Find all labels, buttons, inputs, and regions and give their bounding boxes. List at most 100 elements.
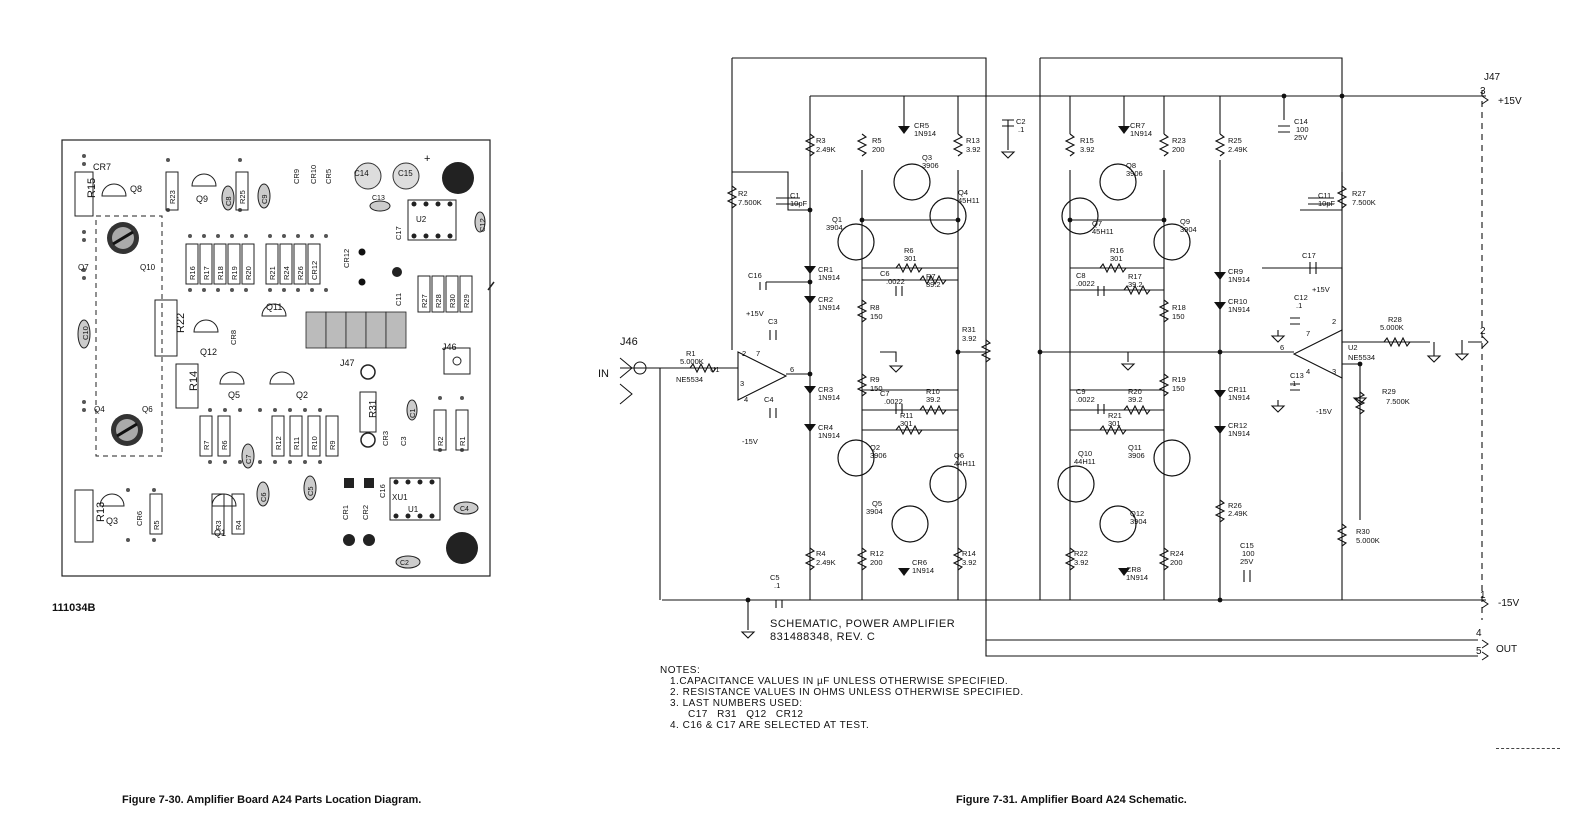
svg-text:R23: R23 (168, 190, 177, 204)
svg-text:CR5: CR5 (914, 121, 929, 130)
svg-text:+: + (424, 153, 430, 165)
note-3-values: C17 R31 Q12 CR12 (688, 709, 804, 720)
svg-text:3906: 3906 (1126, 169, 1143, 178)
svg-text:Q4: Q4 (94, 405, 105, 414)
j46-label: J46 (620, 336, 638, 348)
svg-text:R12: R12 (274, 436, 283, 450)
svg-text:U1: U1 (710, 365, 720, 374)
svg-text:C17: C17 (394, 226, 403, 240)
svg-text:2: 2 (742, 349, 746, 358)
svg-text:C11: C11 (1318, 191, 1331, 200)
svg-text:44H11: 44H11 (954, 459, 976, 468)
svg-text:3906: 3906 (1128, 451, 1145, 460)
svg-text:Q6: Q6 (954, 451, 964, 460)
svg-text:1N914: 1N914 (818, 431, 840, 440)
svg-text:C3: C3 (399, 436, 408, 446)
svg-text:C13: C13 (372, 195, 385, 202)
out-label: OUT (1496, 644, 1518, 655)
svg-text:Q12: Q12 (1130, 509, 1144, 518)
svg-text:3.92: 3.92 (962, 334, 977, 343)
pcb-small-labels: R23 R25 R16 R17 R18 R19 R20 R21 R24 R26 … (81, 165, 487, 530)
svg-text:XU1: XU1 (392, 493, 408, 502)
svg-text:C14: C14 (354, 169, 369, 178)
svg-text:100: 100 (1242, 549, 1255, 558)
svg-text:J47: J47 (340, 358, 355, 368)
minus15-label: -15V (1498, 598, 1520, 609)
note-3: 3. LAST NUMBERS USED: (670, 698, 803, 709)
svg-text:1N914: 1N914 (912, 566, 934, 575)
svg-text:R29: R29 (1382, 387, 1396, 396)
svg-text:R6: R6 (904, 246, 914, 255)
svg-text:CR2: CR2 (361, 505, 370, 520)
svg-text:R2: R2 (738, 189, 748, 198)
notes-heading: NOTES: (660, 665, 701, 676)
svg-text:3906: 3906 (870, 451, 887, 460)
svg-text:3.92: 3.92 (1080, 145, 1095, 154)
svg-text:2: 2 (1332, 317, 1336, 326)
svg-text:R28: R28 (1388, 315, 1402, 324)
svg-text:CR7: CR7 (1130, 121, 1145, 130)
svg-text:R22: R22 (1074, 549, 1088, 558)
svg-text:NE5534: NE5534 (1348, 353, 1375, 362)
svg-text:R4: R4 (816, 549, 826, 558)
svg-text:39.2: 39.2 (926, 280, 941, 289)
schematic-title-line1: SCHEMATIC, POWER AMPLIFIER (770, 618, 956, 630)
svg-text:2.49K: 2.49K (1228, 509, 1248, 518)
svg-text:R4: R4 (234, 520, 243, 530)
svg-text:CR1: CR1 (818, 265, 833, 274)
svg-text:R21: R21 (268, 266, 277, 280)
svg-text:R9: R9 (870, 375, 880, 384)
svg-text:5.000K: 5.000K (680, 357, 704, 366)
note-1: 1.CAPACITANCE VALUES IN µF UNLESS OTHERW… (670, 676, 1009, 687)
svg-text:Q2: Q2 (296, 390, 308, 400)
svg-text:CR11: CR11 (1228, 385, 1247, 394)
svg-text:R7: R7 (202, 440, 211, 450)
svg-text:1N914: 1N914 (1126, 573, 1148, 582)
svg-text:39.2: 39.2 (926, 395, 941, 404)
svg-text:R19: R19 (1172, 375, 1186, 384)
svg-text:3: 3 (1332, 367, 1336, 376)
svg-text:R5: R5 (872, 136, 882, 145)
svg-text:Q11: Q11 (1128, 443, 1142, 452)
svg-text:3.92: 3.92 (966, 145, 981, 154)
svg-text:R26: R26 (1228, 501, 1242, 510)
q10-heatsink (107, 222, 139, 254)
svg-text:200: 200 (870, 558, 883, 567)
svg-text:200: 200 (1170, 558, 1183, 567)
svg-text:CR7: CR7 (93, 162, 111, 172)
svg-text:-15V: -15V (742, 437, 758, 446)
schematic-resistors (689, 133, 1411, 571)
svg-text:R1: R1 (458, 436, 467, 446)
svg-text:C16: C16 (378, 484, 387, 498)
svg-text:.0022: .0022 (884, 397, 903, 406)
svg-text:C2: C2 (400, 560, 409, 567)
svg-text:1N914: 1N914 (1228, 275, 1250, 284)
svg-text:1N914: 1N914 (1228, 429, 1250, 438)
svg-text:6: 6 (1280, 343, 1284, 352)
svg-text:Q1: Q1 (214, 528, 226, 538)
svg-text:R14: R14 (962, 549, 976, 558)
svg-text:R10: R10 (926, 387, 940, 396)
svg-text:Q4: Q4 (958, 188, 968, 197)
svg-text:CR6: CR6 (135, 511, 144, 526)
svg-text:R2: R2 (436, 436, 445, 446)
svg-text:7.500K: 7.500K (1386, 397, 1410, 406)
scan-mark (1496, 748, 1560, 749)
svg-text:.1: .1 (774, 581, 780, 590)
svg-text:5.000K: 5.000K (1380, 323, 1404, 332)
svg-text:4: 4 (744, 395, 748, 404)
svg-text:C6: C6 (880, 269, 890, 278)
board-outline (61, 139, 491, 577)
svg-text:3904: 3904 (866, 507, 883, 516)
svg-text:45H11: 45H11 (1092, 227, 1114, 236)
svg-text:Q9: Q9 (1180, 217, 1190, 226)
u2-socket (407, 199, 457, 241)
svg-text:-15V: -15V (1316, 407, 1332, 416)
svg-text:J46: J46 (442, 342, 457, 352)
svg-text:C12: C12 (478, 218, 487, 232)
q6-heatsink (111, 414, 143, 446)
svg-text:25V: 25V (1240, 557, 1253, 566)
svg-text:R23: R23 (1172, 136, 1186, 145)
svg-text:NE5534: NE5534 (676, 375, 703, 384)
